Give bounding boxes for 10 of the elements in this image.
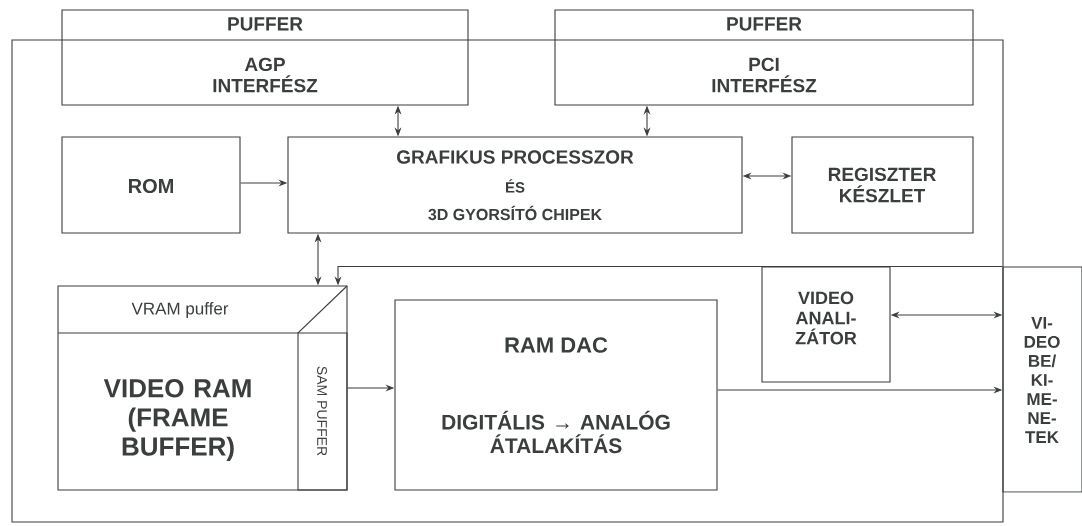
interface-box: PUFFER AGP INTERFÉSZ [61, 9, 469, 106]
block-box: REGISZTER KÉSZLET [791, 136, 974, 234]
block-box: GRAFIKUS PROCESSZOR ÉS 3D GYORSÍTÓ CHIPEK [287, 136, 743, 234]
block-box: ROM [61, 136, 241, 234]
port-box: VI- DEO BE/ KI- ME- NE- TEK [1002, 266, 1082, 493]
block-box: VIDEO ANALI- ZÁTOR [761, 266, 891, 383]
block-box: RAM DAC DIGITÁLIS → ANALÓG ÁTALAKÍTÁS [394, 299, 718, 491]
interface-box: PUFFER PCI INTERFÉSZ [554, 9, 974, 106]
side-panel: SAM PUFFER [297, 332, 348, 491]
board-outline [11, 39, 1004, 523]
